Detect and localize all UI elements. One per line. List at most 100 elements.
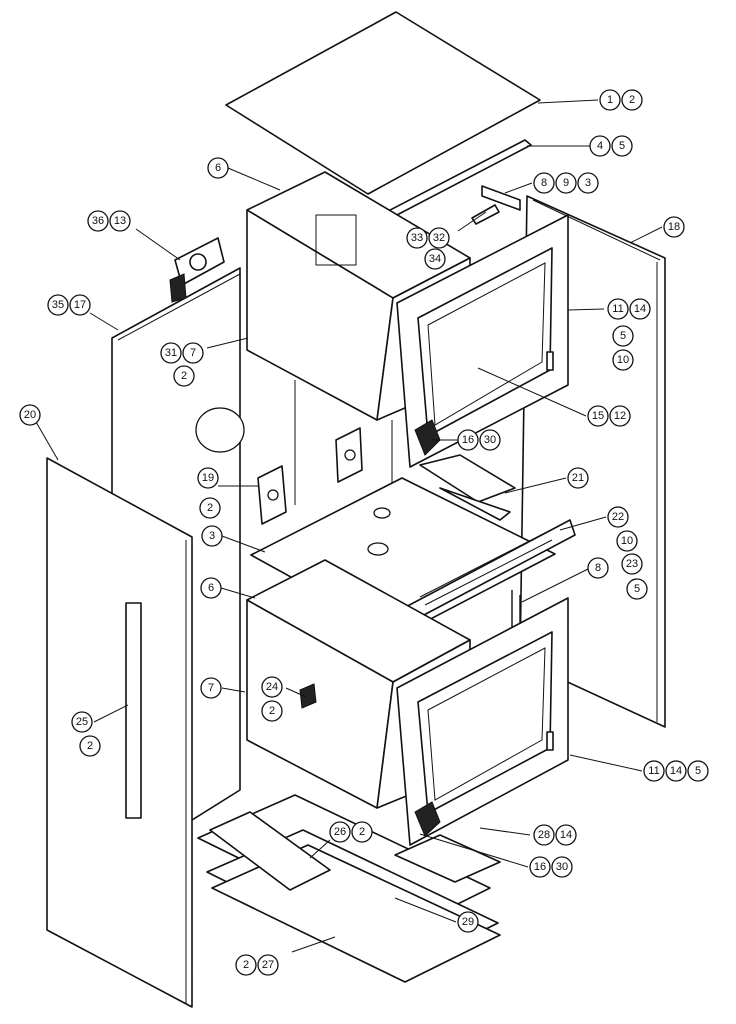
lower-door-frame [396,597,569,846]
callout-number: 15 [592,410,604,422]
callout-group: 5 [612,325,634,347]
callout-number: 14 [560,829,572,841]
callout-number: 13 [114,215,126,227]
callout-number: 1 [607,94,613,106]
callout-circle [533,824,555,846]
callout-group: 10 [616,530,638,552]
callout-number: 5 [634,583,640,595]
callout-circle [406,227,428,249]
callout-number: 16 [462,434,474,446]
callout-circle [428,227,450,249]
callout-circle [665,760,687,782]
callout-circle [19,404,41,426]
side-panel-opening [195,407,245,453]
callout-number: 20 [24,409,36,421]
callout-circle [479,429,501,451]
callout-circle [235,954,257,976]
callout-number: 4 [597,140,603,152]
callout-group: 11 14 [607,298,651,320]
callout-circle [182,342,204,364]
callout-number: 5 [695,765,701,777]
callout-number: 6 [208,582,214,594]
callout-number: 23 [626,558,638,570]
callout-group: 29 [457,911,479,933]
callout-circle [599,89,621,111]
callout-group: 36 13 [87,210,131,232]
callout-number: 34 [429,253,441,265]
bracket-center [335,427,363,483]
bracket-32 [471,204,500,225]
callout-circle [261,676,283,698]
callout-number: 12 [614,410,626,422]
callout-number: 11 [648,765,659,777]
callout-circle [329,821,351,843]
callout-group: 19 [197,467,219,489]
callout-number: 25 [76,716,88,728]
hinge-assembly [169,237,225,303]
callout-group: 26 2 [329,821,373,843]
callout-number: 22 [612,511,624,523]
callout-group: 20 [19,404,41,426]
leader-lines [31,99,663,953]
callout-number: 33 [411,232,423,244]
callout-number: 10 [617,354,629,366]
callout-number: 32 [433,232,445,244]
callout-circle [207,157,229,179]
callout-number: 14 [634,303,646,315]
vertical-trim-strip [125,602,142,819]
callout-group: 21 [567,467,589,489]
callout-number: 26 [334,826,346,838]
callout-circle [533,172,555,194]
callout-number: 5 [620,330,626,342]
callout-number: 10 [621,535,633,547]
callout-circle [555,824,577,846]
callout-circle [160,342,182,364]
callout-number: 5 [619,140,625,152]
callout-number: 2 [359,826,365,838]
callout-circle [612,349,634,371]
callout-number: 3 [209,530,215,542]
callout-number: 36 [92,215,104,227]
callout-number: 27 [262,959,274,971]
callout-number: 29 [462,916,474,928]
callout-number: 2 [269,705,275,717]
front-left-panel [46,457,193,1008]
callout-circle [626,578,648,600]
callout-group: 22 [607,506,629,528]
callout-circle [47,294,69,316]
callout-circle [587,557,609,579]
callout-number: 9 [563,177,569,189]
callout-number: 30 [484,434,496,446]
baffle-21 [419,454,516,521]
callout-group: 25 [71,711,93,733]
callout-group: 33 32 [406,227,450,249]
callout-circle [87,210,109,232]
callout-circle [555,172,577,194]
callout-number: 31 [165,347,177,359]
callout-circle [261,700,283,722]
upper-door-frame [396,214,569,468]
bottom-plates [197,794,501,983]
callout-number: 3 [585,177,591,189]
callout-circle [607,298,629,320]
callout-circle [663,216,685,238]
callout-circle [611,135,633,157]
callout-number: 11 [612,303,623,315]
callout-circle [621,89,643,111]
callout-number: 2 [181,370,187,382]
upper-door-trim [481,185,521,211]
callout-circle [79,735,101,757]
callout-circle [529,856,551,878]
callout-group: 18 [663,216,685,238]
callout-number: 7 [190,347,196,359]
callout-circle [457,911,479,933]
callout-circle [457,429,479,451]
callout-circle [643,760,665,782]
